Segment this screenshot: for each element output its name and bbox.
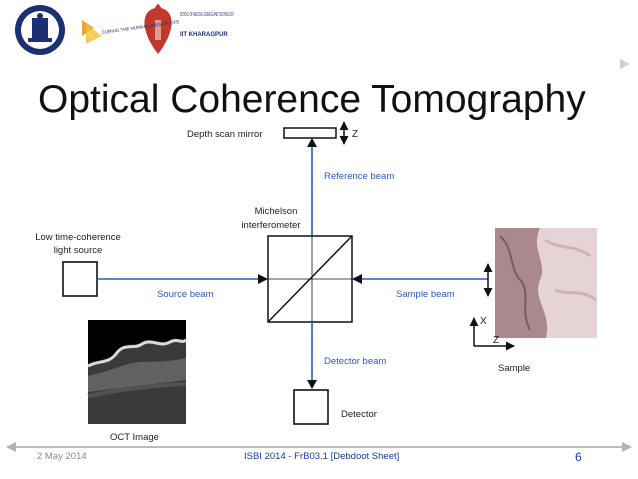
sample-beam-label: Sample beam [396,289,455,300]
source-beam-arrowhead [258,274,268,284]
detector-label: Detector [341,409,377,420]
light-source [62,261,98,297]
light-source-label-line1: Low time-coherence [35,232,121,243]
oct-image [87,320,188,424]
mirror-axis-label: Z [352,129,358,140]
detector-beam-label: Detector beam [324,356,386,367]
depth-scan-mirror-label: Depth scan mirror [187,129,263,140]
logo-school-name: SCHOOL OF MEDICAL SCIENCE AND TECHNOLOGY [180,12,234,18]
michelson-label-line1: Michelson [255,206,298,217]
source-beam-label: Source beam [157,289,214,300]
slide-title: Optical Coherence Tomography [38,78,586,121]
sample-beam-arrowhead [352,274,362,284]
reference-beam-label: Reference beam [324,171,394,182]
page-number: 6 [575,450,582,464]
school-logo: CURING THE HUMAN LINES OF LIFE SCHOOL OF… [82,3,234,54]
footer-arrow-bar [6,442,632,452]
sample-label: Sample [498,363,530,374]
axis-z-label: Z [493,335,499,346]
axis-x-label: X [480,316,487,327]
footer-conference: ISBI 2014 - FrB03.1 [Debdoot Sheet] [244,451,400,462]
detector-beam-arrowhead [307,380,317,389]
logo-institute: IIT KHARAGPUR [180,32,228,38]
light-source-label-line2: light source [54,245,103,256]
michelson-label-line2: interferometer [241,220,300,231]
sample-tissue-image [495,228,597,338]
next-slide-arrow-icon[interactable] [618,58,632,70]
iit-kharagpur-logo [8,2,72,58]
detector-box [293,389,329,425]
footer-date: 2 May 2014 [37,451,87,462]
reference-beam-arrowhead [307,138,317,147]
oct-image-label: OCT Image [110,432,159,443]
depth-scan-mirror [283,127,337,139]
